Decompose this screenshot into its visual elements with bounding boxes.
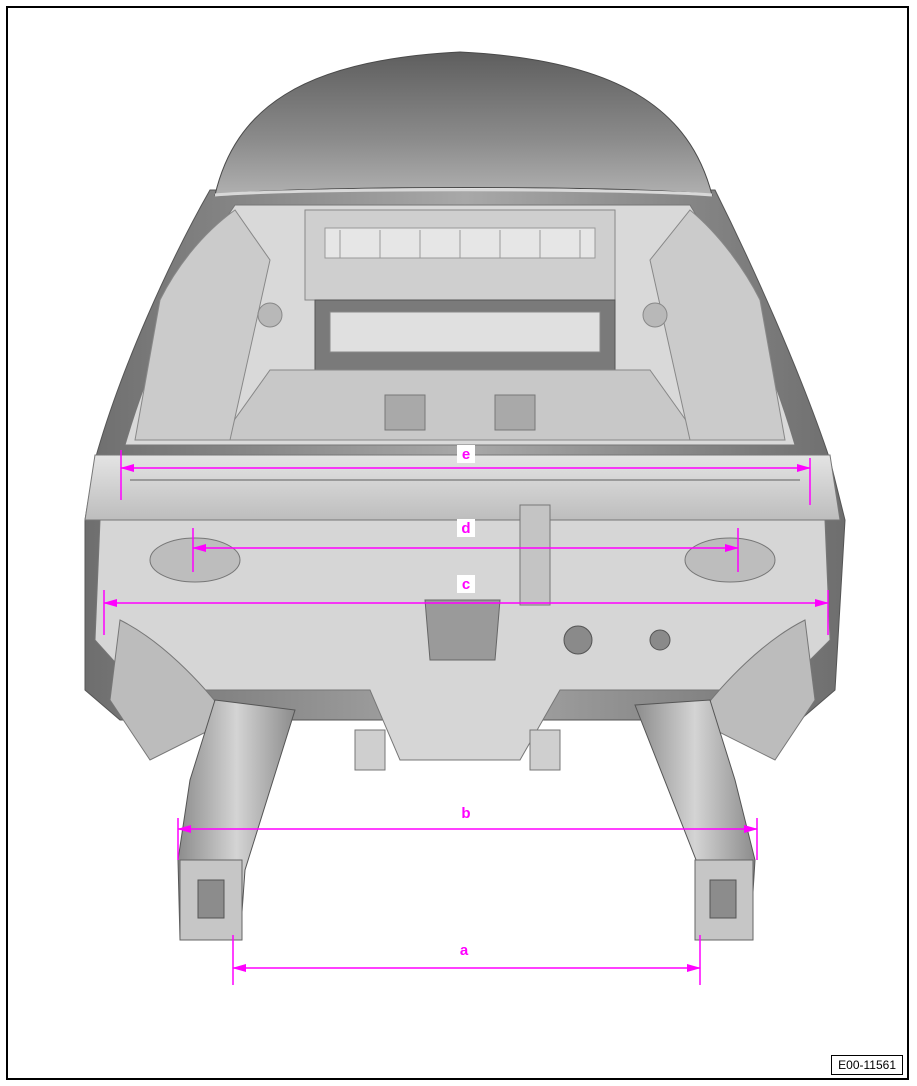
figure-id-label: E00-11561 (831, 1055, 903, 1075)
dimension-a-label: a (460, 942, 469, 959)
roof-edge (214, 188, 713, 197)
dimension-labels: e d c b a (455, 445, 475, 959)
dimension-b-label: b (461, 805, 470, 822)
roof-panel (214, 51, 713, 196)
dimension-lines (103, 450, 829, 985)
dimension-e-label: e (462, 446, 470, 463)
front-crossmember (84, 454, 841, 521)
dimension-d-label: d (461, 520, 470, 537)
dimension-c-label: c (462, 576, 470, 593)
